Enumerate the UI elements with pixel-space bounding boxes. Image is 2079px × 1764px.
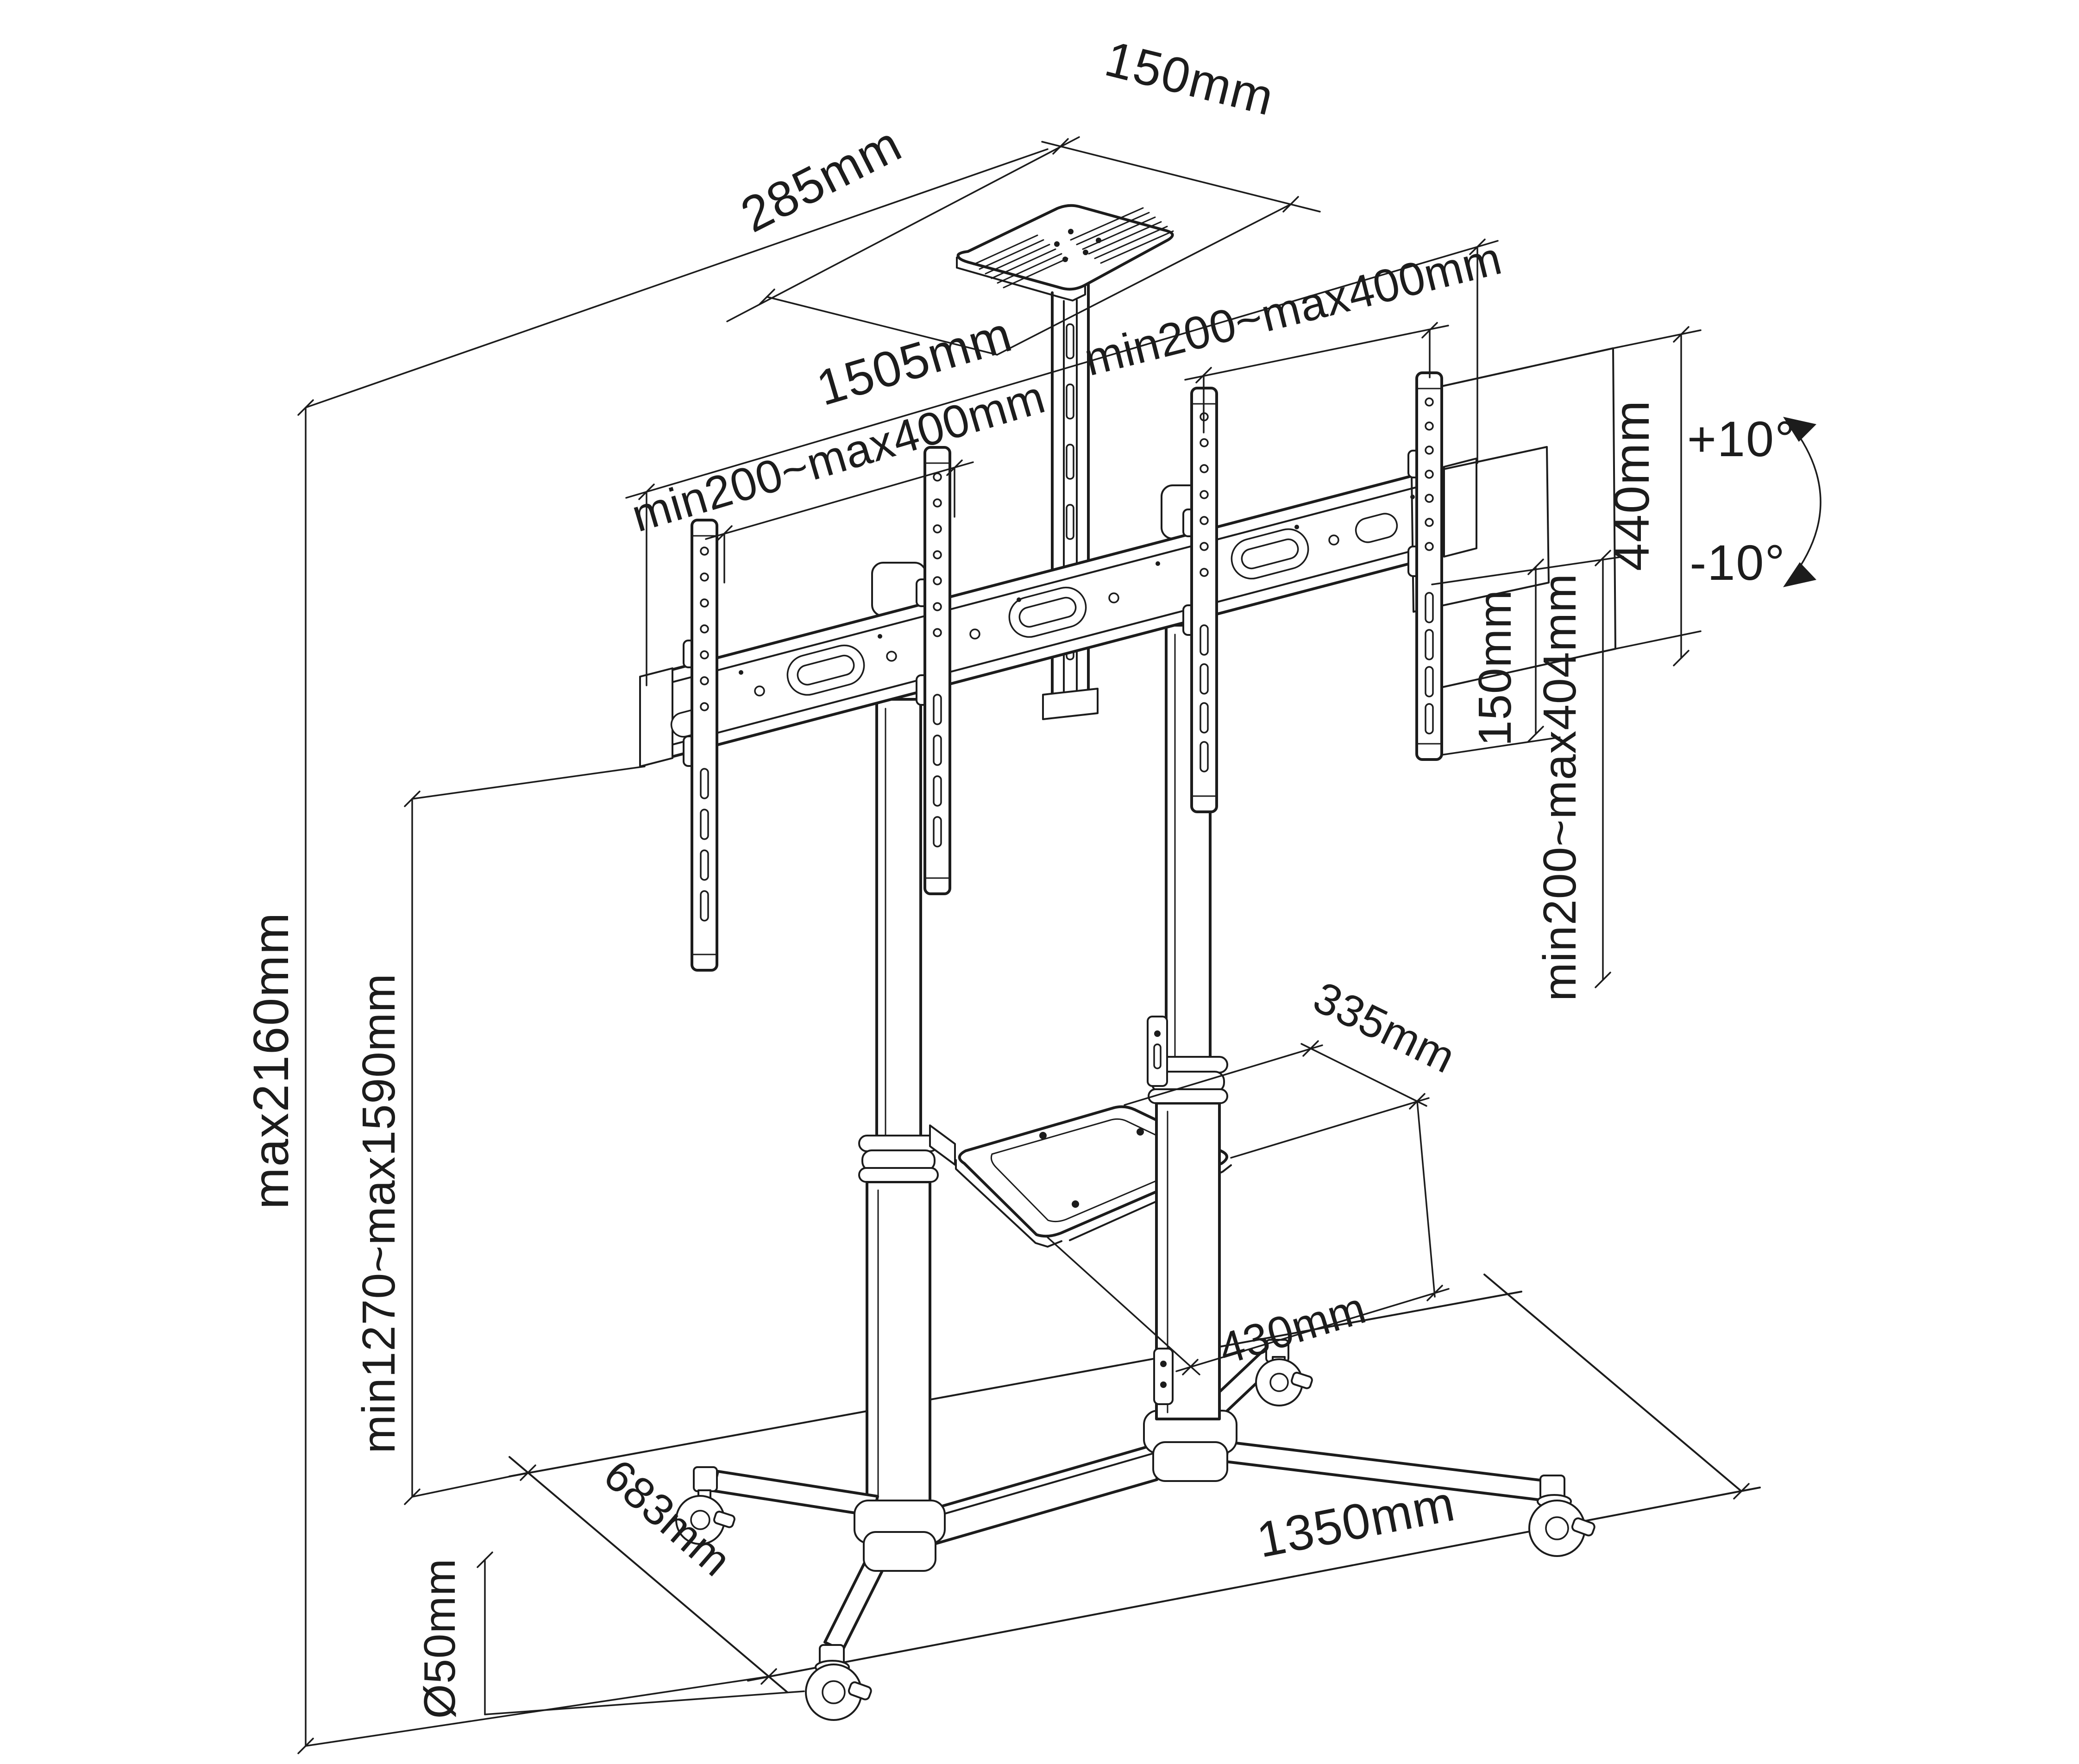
label-overall-height: max2160mm — [243, 912, 299, 1209]
top-av-shelf — [956, 204, 1174, 301]
crossbar-left-cap — [639, 667, 673, 767]
dim-vesa-height-range — [1595, 550, 1611, 988]
label-base-width: 1350mm — [1252, 1475, 1459, 1568]
vesa-bracket-4 — [1415, 371, 1443, 761]
crossbar-slots — [670, 513, 1398, 738]
vesa-bracket-3 — [1190, 387, 1218, 813]
label-shelf-depth: 335mm — [1306, 972, 1463, 1083]
dim-vesa-width-right — [1184, 322, 1449, 433]
dim-shelf — [1047, 1040, 1450, 1375]
label-shelf-width: 430mm — [1213, 1283, 1371, 1374]
dim-base-width — [1733, 1483, 1750, 1500]
left-column-collar — [858, 1135, 939, 1183]
right-column-collar — [1148, 1056, 1228, 1104]
top-shelf-dimension-plane — [726, 136, 1321, 356]
crossbar — [639, 458, 1477, 767]
label-tv-bottom-offset: 150mm — [1469, 590, 1521, 746]
left-hub — [854, 1500, 946, 1572]
label-top-shelf-width: 285mm — [732, 115, 911, 243]
rear-left-caster — [675, 1489, 735, 1545]
front-left-caster — [805, 1660, 872, 1721]
front-right-caster — [1528, 1494, 1595, 1557]
dim-caster-diameter — [477, 1551, 805, 1715]
left-column-upper-tube — [875, 698, 922, 1140]
floor-plane — [509, 1274, 1761, 1693]
label-tilt-up: +10° — [1687, 411, 1796, 467]
pole-foot — [1042, 688, 1099, 720]
label-caster-diameter: Ø50mm — [415, 1558, 465, 1719]
rear-left-leg — [675, 1466, 879, 1545]
front-right-leg — [1225, 1441, 1595, 1557]
rear-right-caster — [1255, 1356, 1313, 1406]
dim-bracket-height — [1612, 326, 1702, 666]
tilt-arrow-down — [1783, 562, 1816, 587]
label-column-height-range: min1270~max1590mm — [353, 973, 405, 1454]
left-column-lower-tube — [866, 1180, 931, 1504]
labels: 285mm 150mm 1505mm min200~max400mm min20… — [243, 30, 1796, 1719]
dim-tv-bottom-offset — [1431, 556, 1624, 756]
dim-column-height-range — [404, 766, 646, 1505]
label-tilt-down: -10° — [1690, 534, 1785, 590]
vesa-bracket-2 — [923, 446, 951, 895]
label-top-shelf-depth: 150mm — [1100, 30, 1280, 126]
shelf-clamp-lower — [1153, 1348, 1174, 1405]
label-vesa-height-range: min200~max404mm — [1534, 573, 1586, 1001]
dim-vesa-width-left — [705, 459, 974, 584]
vesa-bracket-1 — [691, 519, 718, 972]
right-hub — [1143, 1410, 1237, 1482]
label-bracket-height: 440mm — [1603, 400, 1659, 571]
dim-crossbar-width — [625, 239, 1499, 686]
label-vesa-width-right: min200~max400mm — [1079, 232, 1507, 386]
dim-base-depth — [520, 1464, 777, 1685]
shelf-clamp-upper — [1147, 1016, 1168, 1087]
tray-vent-slots — [973, 207, 1174, 289]
crossbar-right-cap — [1443, 458, 1477, 558]
tilt-arrow-up — [1783, 417, 1816, 442]
base-beam — [925, 1443, 1158, 1548]
tilt-indicator — [1783, 417, 1821, 587]
